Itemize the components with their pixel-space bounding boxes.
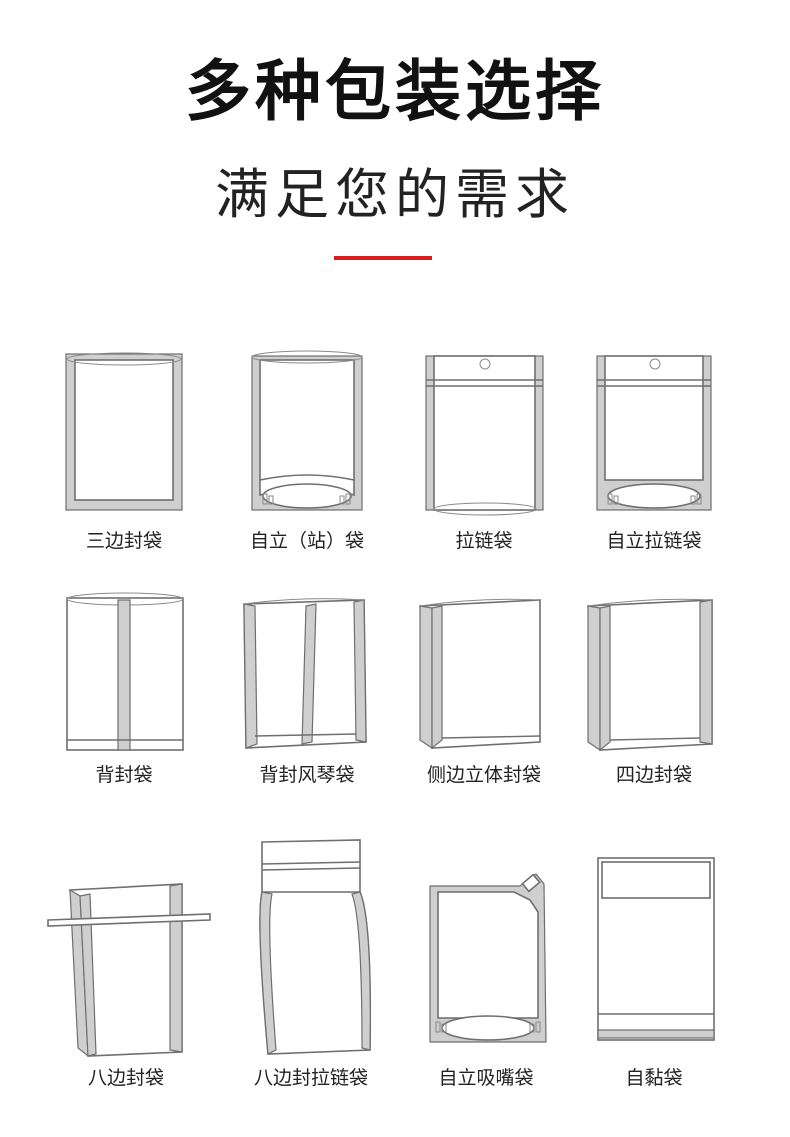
bag-label-three-side-seal: 三边封袋 [85,530,162,552]
zipper-bag-icon [425,355,544,516]
stand-up-zipper-bag-icon [596,355,712,511]
bag-label-self-adhesive: 自黏袋 [625,1067,683,1089]
bag-label-back-seal-gusset: 背封风琴袋 [259,764,355,786]
bag-label-spout: 自立吸嘴袋 [438,1067,534,1089]
page-title: 多种包装选择 [185,53,605,130]
bag-label-eight-side-seal: 八边封袋 [87,1067,164,1089]
page-subtitle: 满足您的需求 [215,163,575,226]
four-side-seal-bag-icon [587,598,713,752]
spout-pouch-icon [429,873,547,1043]
bag-label-stand-up: 自立（站）袋 [249,530,364,552]
stand-up-pouch-icon [251,350,363,511]
bag-label-eight-side-seal-zipper: 八边封拉链袋 [253,1067,368,1089]
bag-label-stand-up-zipper: 自立拉链袋 [606,530,702,552]
eight-side-seal-zipper-bag-icon [259,839,372,1055]
back-seal-gusset-bag-icon [243,598,367,749]
three-side-seal-bag-icon [65,352,183,511]
accent-divider [334,256,432,260]
eight-side-seal-bag-icon [47,883,211,1058]
back-seal-bag-icon [66,592,184,751]
bag-label-zipper: 拉链袋 [455,530,513,552]
side-gusset-bag-icon [419,598,541,750]
bag-label-back-seal: 背封袋 [95,764,153,786]
bag-label-side-gusset: 侧边立体封袋 [426,764,541,786]
bag-label-four-side-seal: 四边封袋 [615,764,692,786]
self-adhesive-bag-icon [597,857,715,1041]
